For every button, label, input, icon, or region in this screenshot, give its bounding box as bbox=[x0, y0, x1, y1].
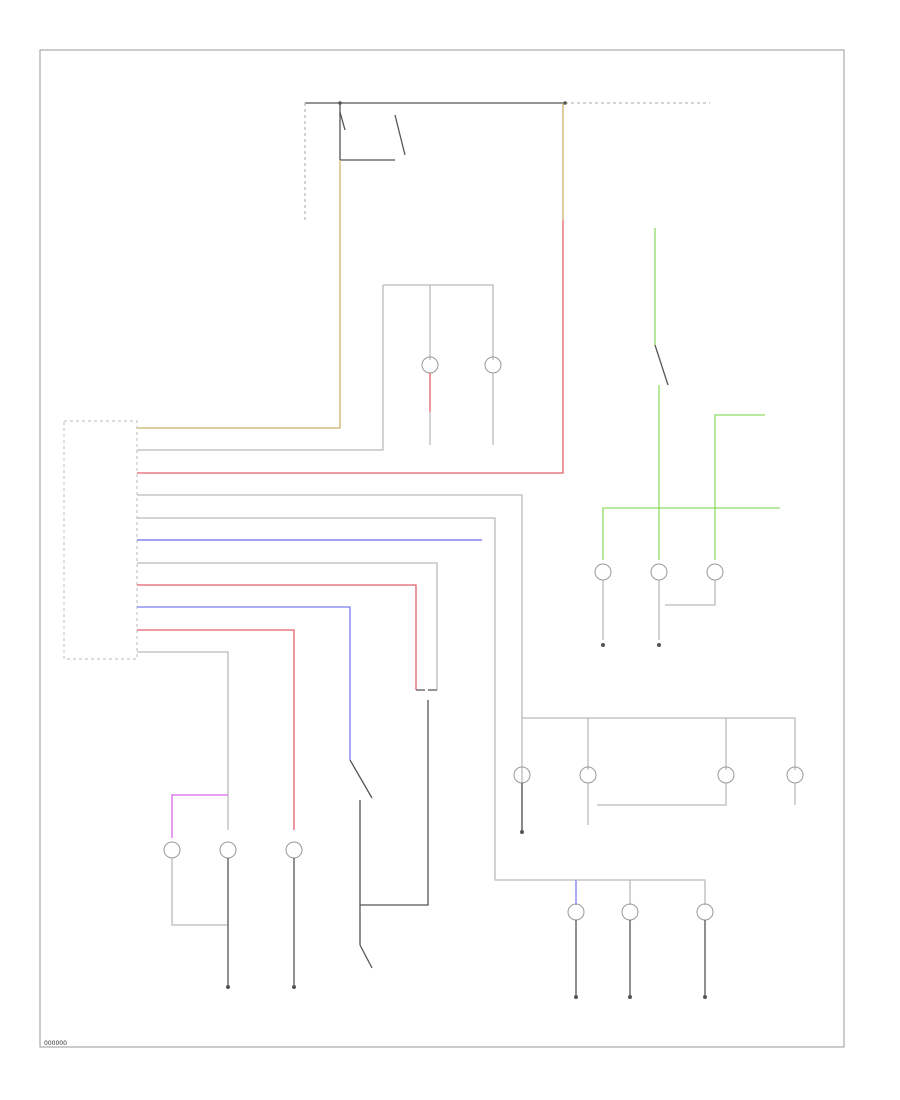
control-module-box bbox=[63, 420, 138, 660]
module-wires bbox=[137, 103, 576, 881]
corner-code: 000000 bbox=[44, 1040, 67, 1047]
green-switch-branch bbox=[594, 228, 780, 647]
lamp-icon bbox=[621, 903, 639, 921]
lower-right-lamps bbox=[567, 879, 714, 999]
lamp-icon bbox=[696, 903, 714, 921]
upper-bulb-group bbox=[383, 284, 502, 445]
lamp-icon bbox=[567, 903, 585, 921]
diagram-frame bbox=[39, 49, 845, 1048]
lamp-icon bbox=[706, 563, 724, 581]
turn-switch bbox=[349, 689, 437, 969]
right-lamp-group bbox=[513, 717, 804, 834]
lamp-icon bbox=[285, 841, 303, 859]
lower-left-lamps bbox=[163, 794, 303, 989]
lamp-icon bbox=[163, 841, 181, 859]
lamp-icon bbox=[650, 563, 668, 581]
lamp-icon bbox=[594, 563, 612, 581]
lamp-icon bbox=[219, 841, 237, 859]
top-fuse-bus bbox=[304, 101, 710, 220]
